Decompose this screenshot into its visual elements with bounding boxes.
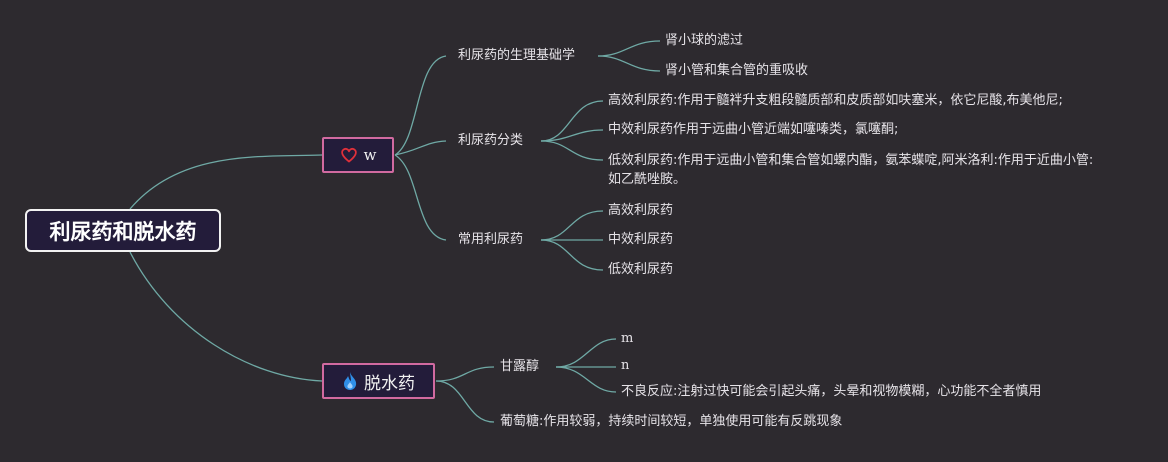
mannitol-node[interactable]: 甘露醇 — [500, 359, 540, 374]
classification-leaf[interactable]: 高效利尿药:作用于髓袢升支粗段髓质部和皮质部如呋塞米，依它尼酸,布美他尼; — [608, 93, 1063, 108]
common-diuretic-leaf[interactable]: 低效利尿药 — [608, 262, 674, 277]
classification-node[interactable]: 利尿药分类 — [458, 133, 524, 148]
classification-leaf[interactable]: 低效利尿药:作用于远曲小管和集合管如螺内酯，氨苯蝶啶,阿米洛利:作用于近曲小管:… — [608, 153, 1094, 187]
root-label: 利尿药和脱水药 — [49, 219, 197, 244]
common-diuretics-node[interactable]: 常用利尿药 — [458, 232, 524, 247]
dehydrant-branch-node[interactable]: 脱水药 — [322, 363, 435, 399]
flame-icon — [342, 371, 358, 391]
mannitol-leaf[interactable]: n — [621, 358, 630, 373]
common-diuretic-leaf[interactable]: 中效利尿药 — [608, 232, 674, 247]
dehydrant-branch-label: 脱水药 — [364, 373, 415, 394]
mannitol-leaf[interactable]: 不良反应:注射过快可能会引起头痛，头晕和视物模糊，心功能不全者慎用 — [621, 384, 1042, 399]
diuretic-branch-label: w — [363, 146, 377, 164]
diuretic-branch-node[interactable]: w — [322, 137, 394, 173]
physiology-leaf[interactable]: 肾小管和集合管的重吸收 — [665, 63, 809, 78]
physiology-leaf[interactable]: 肾小球的滤过 — [665, 33, 744, 48]
root-node[interactable]: 利尿药和脱水药 — [25, 209, 221, 252]
mannitol-leaf[interactable]: m — [621, 331, 634, 346]
common-diuretic-leaf[interactable]: 高效利尿药 — [608, 203, 674, 218]
classification-leaf[interactable]: 中效利尿药作用于远曲小管近端如噻嗪类，氯噻酮; — [608, 122, 899, 137]
glucose-node[interactable]: 葡萄糖:作用较弱，持续时间较短，单独使用可能有反跳现象 — [500, 414, 843, 429]
physiology-node[interactable]: 利尿药的生理基础学 — [458, 48, 576, 63]
heart-icon — [340, 147, 358, 163]
